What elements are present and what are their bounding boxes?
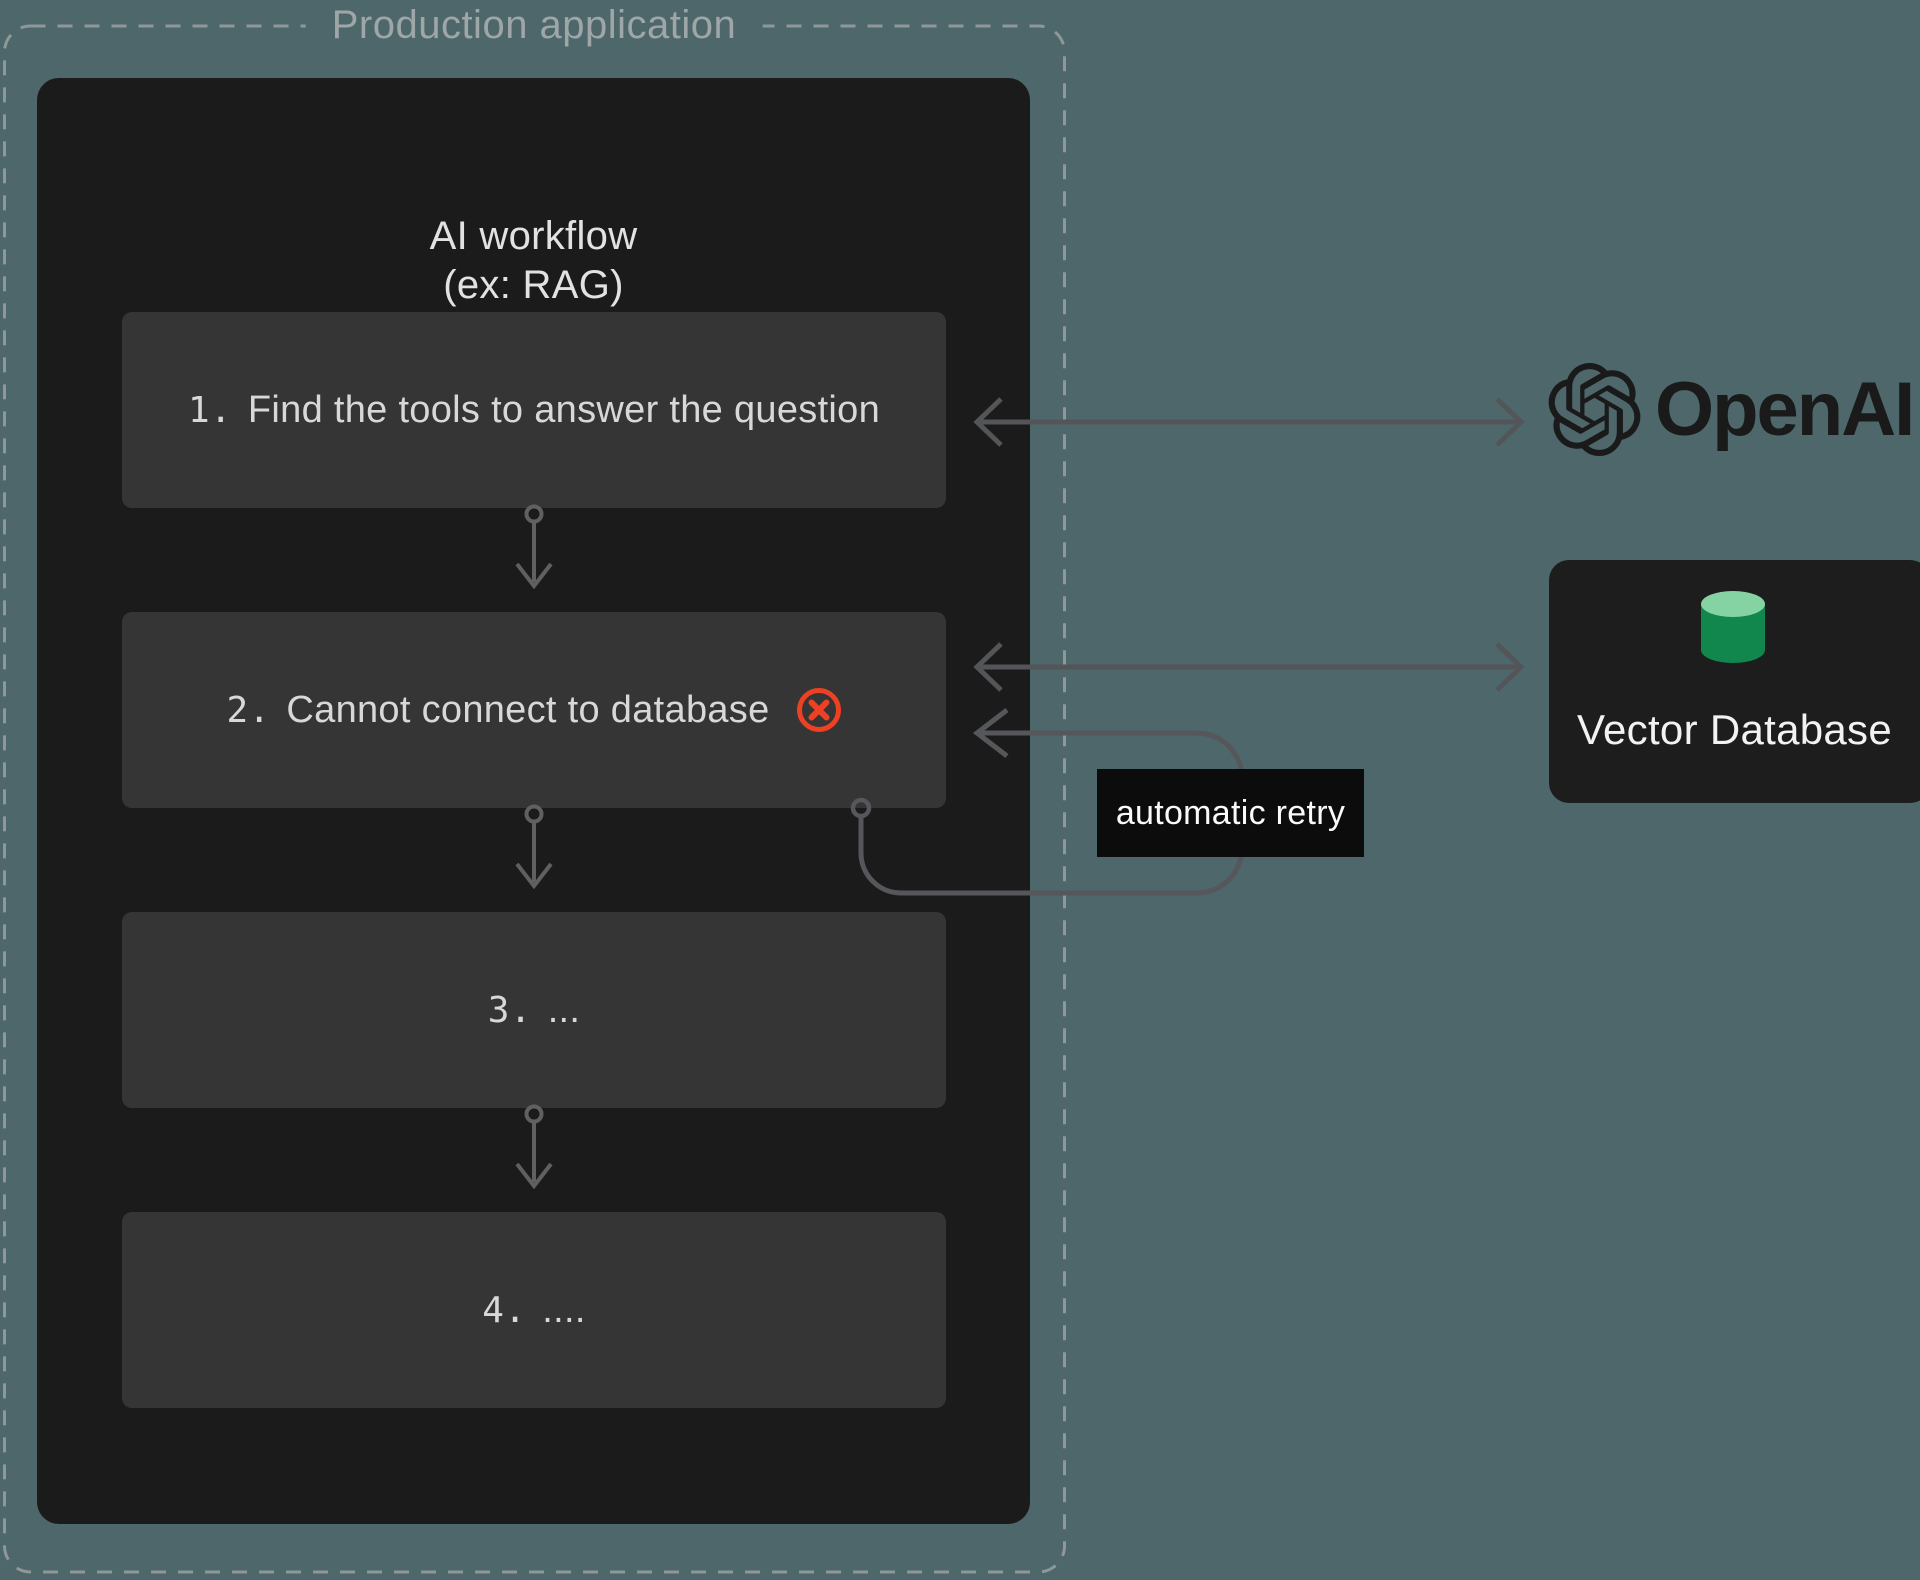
- workflow-title-line1: AI workflow: [429, 214, 638, 258]
- openai-logo: OpenAI: [1548, 363, 1915, 456]
- workflow-step-1: 1. Find the tools to answer the question: [122, 312, 946, 508]
- production-application-label: Production application: [305, 2, 763, 48]
- step-3-label: ...: [547, 988, 581, 1031]
- vector-database-card: Vector Database: [1549, 560, 1920, 803]
- automatic-retry-label: automatic retry: [1097, 769, 1364, 857]
- openai-wordmark: OpenAI: [1655, 367, 1915, 452]
- error-circle-x-icon: [796, 688, 841, 732]
- step-4-label: ....: [542, 1288, 586, 1331]
- step-1-number: 1.: [187, 389, 232, 431]
- workflow-title-line2: (ex: RAG): [443, 263, 624, 307]
- bidirectional-arrow-vector-db: [973, 642, 1525, 692]
- bidirectional-arrow-openai: [973, 397, 1525, 447]
- workflow-title: AI workflow (ex: RAG): [37, 212, 1030, 310]
- step-2-number: 2.: [226, 689, 271, 731]
- workflow-step-3: 3. ...: [122, 912, 946, 1108]
- step-1-label: Find the tools to answer the question: [247, 388, 881, 431]
- vector-database-label: Vector Database: [1576, 706, 1893, 753]
- step-4-number: 4.: [482, 1289, 527, 1331]
- workflow-step-2: 2. Cannot connect to database: [122, 612, 946, 808]
- database-cylinder-icon: [1701, 591, 1765, 663]
- openai-logo-icon: [1548, 363, 1641, 456]
- workflow-step-4: 4. ....: [122, 1212, 946, 1408]
- step-2-label: Cannot connect to database: [286, 688, 770, 731]
- ai-workflow-panel: AI workflow (ex: RAG) 1. Find the tools …: [37, 78, 1030, 1524]
- step-3-number: 3.: [487, 989, 532, 1031]
